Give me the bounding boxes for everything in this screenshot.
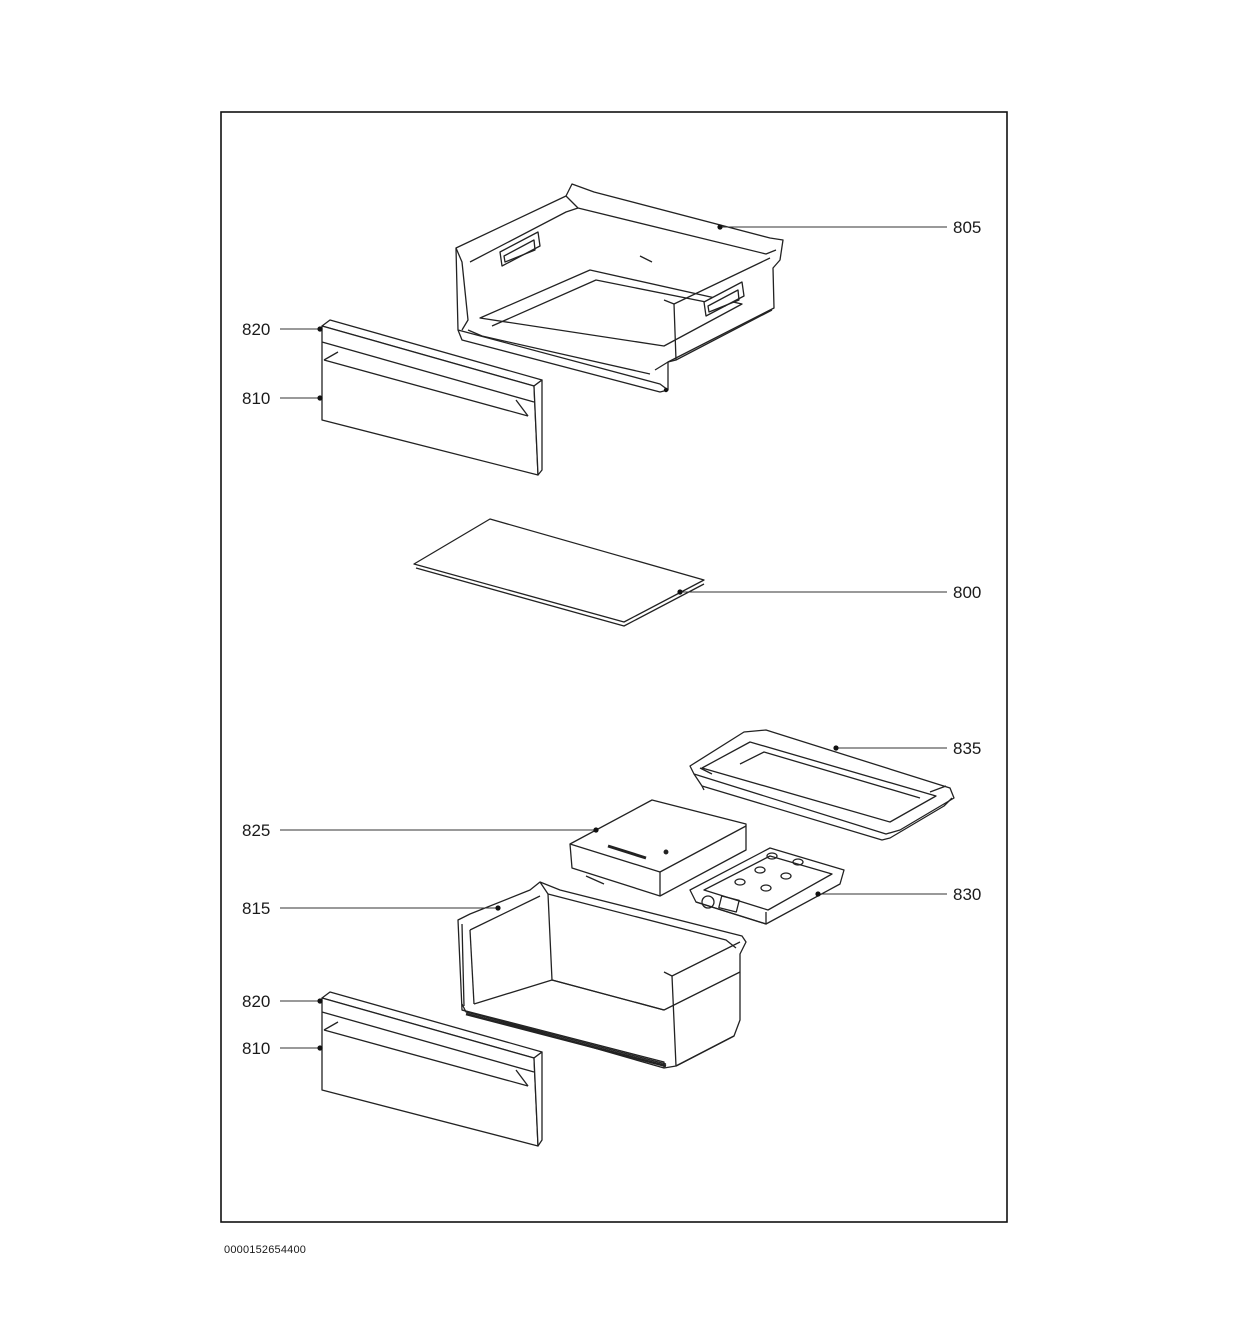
anchor-800 (677, 589, 683, 595)
anchor-805-foot (663, 387, 669, 393)
callout-820-bottom: 820 (242, 992, 270, 1011)
callout-810-bottom: 810 (242, 1039, 270, 1058)
anchor-825 (593, 827, 599, 833)
cover-box (570, 800, 746, 896)
upper-drawer-basket (456, 184, 783, 392)
anchor-810-top (317, 395, 323, 401)
anchor-820-bottom (317, 998, 323, 1004)
callout-835: 835 (953, 739, 981, 758)
callout-820-top: 820 (242, 320, 270, 339)
anchor-830 (815, 891, 821, 897)
lower-crisper-drawer (458, 882, 746, 1068)
document-number: 0000152654400 (224, 1244, 307, 1256)
anchor-820-top (317, 326, 323, 332)
leader-anchors (317, 224, 839, 1051)
anchor-810-bottom (317, 1045, 323, 1051)
anchor-815 (495, 905, 501, 911)
anchor-835 (833, 745, 839, 751)
callout-labels: 805 820 810 800 835 825 830 815 820 810 (242, 218, 981, 1058)
ice-tray (690, 848, 844, 924)
shallow-tray (690, 730, 954, 840)
callout-800: 800 (953, 583, 981, 602)
upper-front-panel (322, 320, 542, 475)
callout-830: 830 (953, 885, 981, 904)
diagram-frame (220, 111, 1008, 1223)
callout-805: 805 (953, 218, 981, 237)
lower-front-panel (322, 992, 542, 1146)
callout-810-top: 810 (242, 389, 270, 408)
anchor-805 (717, 224, 723, 230)
leader-lines (280, 226, 947, 1049)
glass-shelf (414, 519, 704, 626)
callout-815: 815 (242, 899, 270, 918)
callout-825: 825 (242, 821, 270, 840)
